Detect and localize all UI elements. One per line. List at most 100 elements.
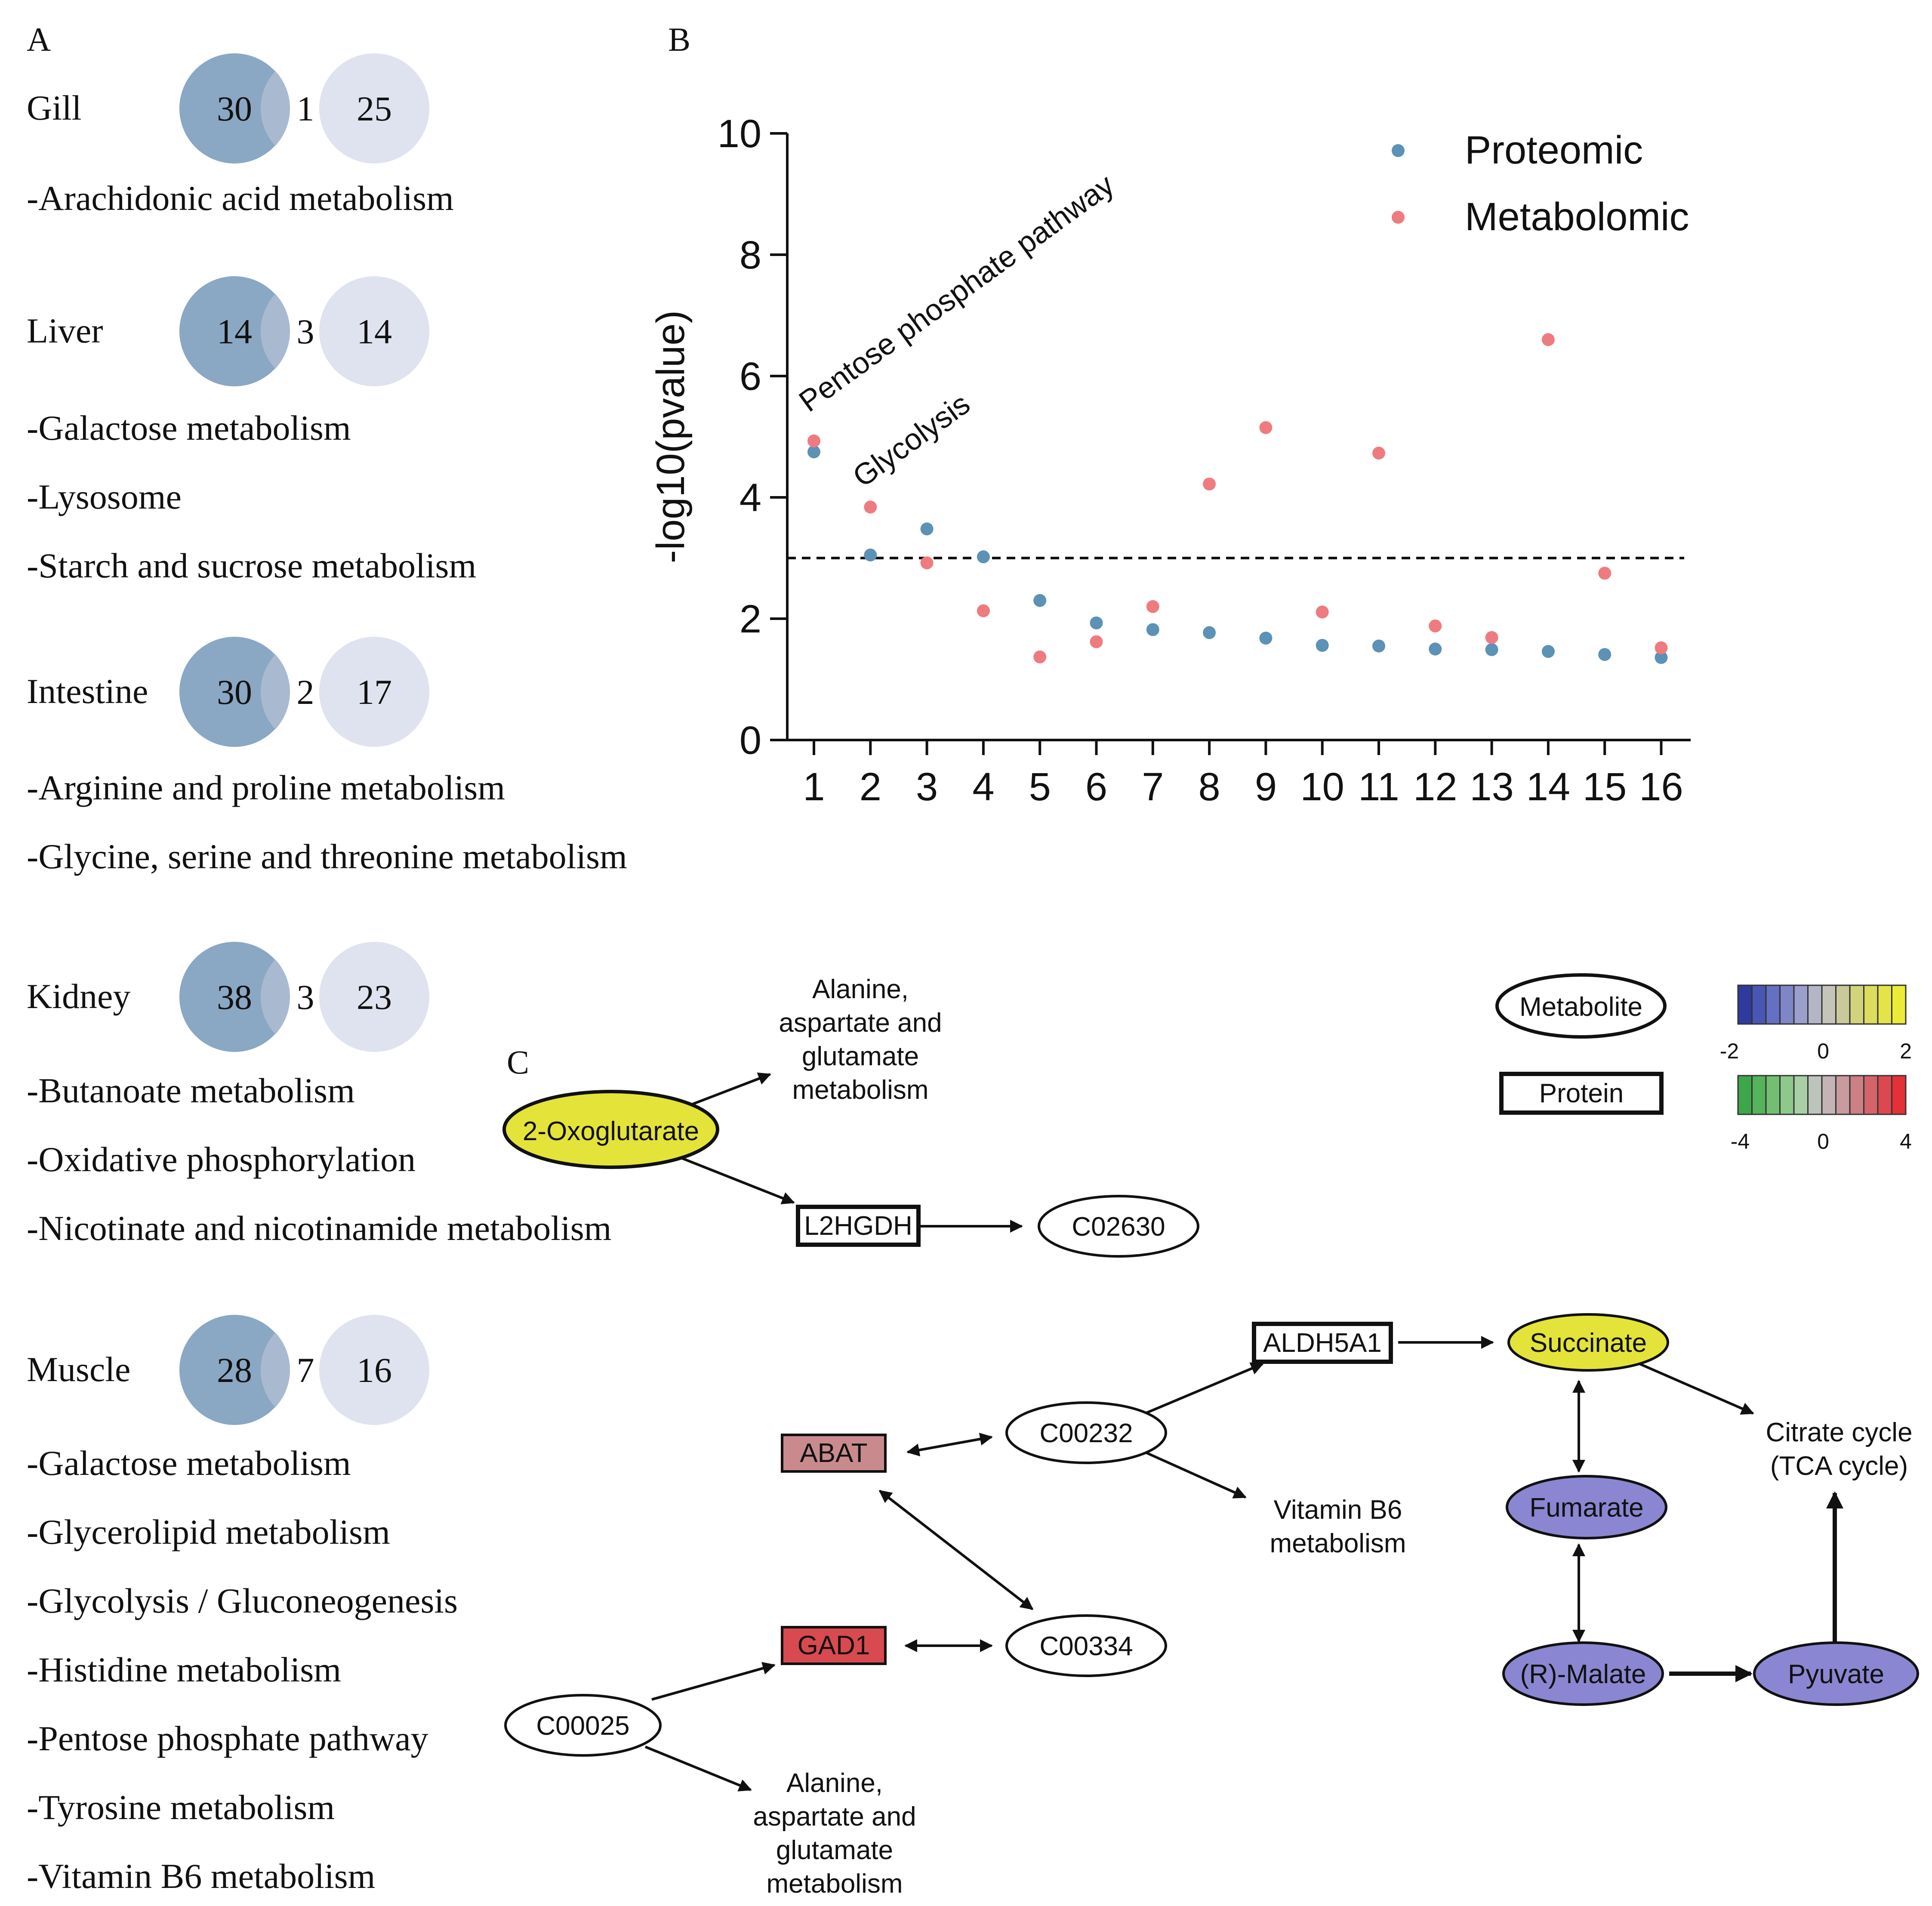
venn-left-count: 38 (217, 978, 252, 1017)
color-scale-swatch (1863, 984, 1879, 1025)
venn-right-count: 14 (357, 312, 392, 351)
venn-left-count: 14 (217, 312, 252, 351)
metabolomic-point (1429, 619, 1442, 632)
pathway-item: -Galactose metabolism (27, 408, 351, 447)
svg-text:metabolism: metabolism (1270, 1529, 1406, 1558)
node-gad1: GAD1 (781, 1626, 887, 1665)
scale-protein-min: -4 (1731, 1129, 1750, 1153)
color-scale-swatch (1779, 984, 1795, 1025)
node-pyuvate: Pyuvate (1753, 1641, 1919, 1706)
venn-overlap-count: 7 (297, 1351, 314, 1390)
pathway-item: -Glycerolipid metabolism (27, 1512, 390, 1551)
proteomic-point (1372, 639, 1385, 653)
node-label: Pyuvate (1788, 1659, 1884, 1689)
proteomic-point (1203, 626, 1216, 639)
color-scale-swatch (1765, 1075, 1781, 1115)
legend-label-proteomic: Proteomic (1465, 128, 1643, 172)
metabolomic-point (1033, 650, 1047, 663)
node-c00334: C00334 (1005, 1614, 1167, 1677)
protein-color-scale (1737, 1075, 1907, 1115)
svg-text:glutamate: glutamate (776, 1835, 893, 1865)
metabolomic-point (807, 434, 820, 447)
metabolomic-point (1541, 333, 1555, 346)
node-label: C02630 (1072, 1212, 1165, 1242)
node-l2hgdh: L2HGDH (796, 1205, 921, 1247)
venn-muscle: Muscle 28 7 16 (27, 1315, 429, 1425)
y-tick-label: 2 (740, 597, 761, 641)
x-tick-label: 11 (1358, 765, 1399, 809)
tissue-name: Kidney (27, 977, 130, 1016)
node-label: ABAT (800, 1438, 867, 1468)
color-scale-swatch (1807, 984, 1823, 1025)
edge-c00232-to-vitb6 (1139, 1449, 1247, 1499)
x-tick-label: 9 (1255, 765, 1277, 809)
pathway-item: -Vitamin B6 metabolism (27, 1857, 375, 1896)
venn-liver: Liver 14 3 14 (27, 276, 429, 386)
svg-text:metabolism: metabolism (792, 1075, 929, 1105)
color-scale-swatch (1779, 1075, 1795, 1115)
y-axis-label: -log10(pvalue) (649, 310, 693, 563)
node-label: C00232 (1039, 1419, 1133, 1448)
metabolomic-point (864, 500, 877, 514)
metabolomic-point (920, 556, 934, 570)
color-scale-swatch (1863, 1075, 1879, 1115)
venn-overlap-area (260, 654, 290, 729)
color-scale-swatch (1793, 984, 1809, 1025)
color-scale-swatch (1835, 1075, 1851, 1115)
label-vitamin-b6: Vitamin B6 metabolism (1270, 1495, 1406, 1558)
color-scale-swatch (1737, 984, 1753, 1025)
node-succinate: Succinate (1507, 1313, 1669, 1372)
metabolomic-point (1259, 421, 1273, 434)
proteomic-point (1655, 651, 1668, 664)
proteomic-point (1033, 594, 1047, 607)
x-tick-label: 4 (972, 765, 994, 809)
scale-metabolite-mid: 0 (1817, 1039, 1829, 1063)
pathway-item: -Tyrosine metabolism (27, 1788, 335, 1827)
x-tick-label: 7 (1142, 765, 1164, 809)
proteomic-point (1485, 643, 1498, 656)
pathway-item: -Butanoate metabolism (27, 1071, 355, 1110)
pathway-item: -Lysosome (27, 477, 182, 516)
node-label: 2-Oxoglutarate (523, 1116, 699, 1146)
venn-kidney: Kidney 38 3 23 (27, 942, 429, 1052)
venn-overlap-count: 1 (297, 89, 314, 128)
proteomic-point (1429, 642, 1442, 656)
proteomic-point (1541, 645, 1555, 658)
node-label: L2HGDH (804, 1211, 912, 1241)
tissue-name: Gill (27, 88, 82, 127)
proteomic-point (1146, 623, 1159, 636)
metabolomic-point (1655, 641, 1668, 654)
node-label: C00334 (1039, 1632, 1133, 1661)
x-tick-label: 16 (1639, 765, 1683, 809)
legend-label-metabolomic: Metabolomic (1465, 195, 1689, 239)
data-points (807, 333, 1668, 664)
venn-left-circle (179, 942, 290, 1052)
venn-left-circle (179, 1315, 290, 1425)
venn-overlap-count: 2 (297, 672, 314, 712)
node-abat: ABAT (781, 1434, 887, 1473)
node-c00025: C00025 (504, 1694, 662, 1757)
svg-text:glutamate: glutamate (802, 1042, 919, 1071)
legend-marker-proteomic (1392, 144, 1405, 157)
svg-text:(TCA cycle): (TCA cycle) (1770, 1451, 1908, 1481)
y-tick-label: 8 (740, 233, 761, 277)
chart-legend: Proteomic Metabolomic (1392, 128, 1689, 239)
pathway-item: -Histidine metabolism (27, 1650, 341, 1689)
venn-right-count: 17 (357, 672, 392, 712)
proteomic-point (864, 548, 877, 561)
metabolomic-point (1203, 477, 1216, 490)
pathway-item: -Pentose phosphate pathway (27, 1719, 428, 1758)
node-label: (R)-Malate (1520, 1659, 1646, 1689)
venn-left-circle (179, 53, 290, 163)
venn-overlap-area (260, 959, 290, 1034)
node-label: ALDH5A1 (1263, 1328, 1382, 1358)
x-tick-label: 12 (1413, 765, 1457, 809)
label-alanine-top: Alanine, aspartate and glutamate metabol… (779, 975, 942, 1105)
color-scale-swatch (1807, 1075, 1823, 1115)
edge-abat-c00334 (878, 1490, 1034, 1610)
pathway-item: -Arachidonic acid metabolism (27, 179, 454, 218)
color-scale-swatch (1849, 984, 1864, 1025)
node-label: Fumarate (1529, 1493, 1643, 1523)
